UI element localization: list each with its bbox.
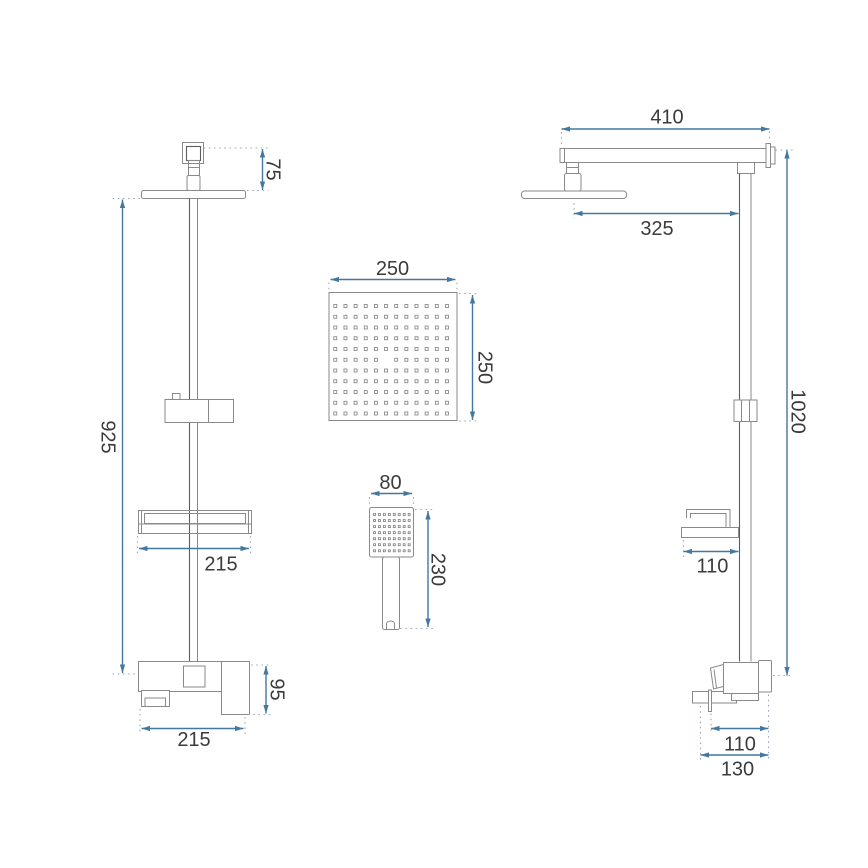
side-arm [559, 148, 767, 163]
dim-front-mixer-height: 95 [266, 678, 288, 700]
front-shelf-outer [138, 510, 252, 534]
dim-head-width: 250 [376, 258, 409, 280]
dim-front-head-offset: 75 [262, 158, 284, 180]
dim-side-head-reach: 325 [640, 218, 673, 240]
front-fixture-outline [138, 142, 252, 715]
front-dimensions: 75 925 215 95 215 [97, 147, 288, 751]
dim-side-arm-length: 410 [650, 107, 683, 129]
front-slider-knob [172, 393, 181, 400]
side-mixer-body [723, 662, 759, 694]
side-shelf-hook-inner [690, 513, 727, 528]
side-head-ball-joint [564, 173, 582, 192]
side-shelf-hook-outer [686, 509, 731, 528]
head-face-plate [328, 292, 458, 421]
dim-side-total-height: 1020 [787, 389, 809, 434]
front-connector-nut [186, 175, 201, 191]
front-mixer-spout-opening [144, 697, 166, 707]
front-slider-body [164, 399, 234, 423]
handset-nozzle-grid [373, 513, 411, 553]
side-wall-flange [765, 143, 771, 168]
dim-handset-length: 230 [427, 553, 449, 586]
front-mixer-rail-mount [183, 665, 206, 688]
side-slider-body [733, 399, 758, 422]
dim-front-mixer-width: 215 [177, 729, 210, 751]
dim-front-rail-height: 925 [97, 420, 119, 453]
handset-handle [382, 556, 400, 630]
side-view: 410 325 1020 110 110 130 [521, 107, 809, 781]
handset-detail-view: 80 230 [368, 472, 449, 630]
side-mixer-spout-front [708, 689, 712, 712]
front-connector-escutcheon [182, 142, 204, 164]
side-mixer-lever-line [713, 669, 717, 689]
head-detail-view: 250 250 [328, 258, 496, 422]
front-view: 75 925 215 95 215 [97, 142, 288, 751]
side-mixer-wall-cap [758, 660, 772, 693]
dim-front-shelf-width: 215 [204, 554, 237, 576]
handset-handle-hook [386, 620, 395, 630]
dim-side-shelf-depth: 110 [697, 556, 729, 578]
front-connector-body [185, 145, 202, 162]
dim-side-mixer-total-depth: 130 [721, 759, 754, 781]
side-shower-head-plate [521, 190, 627, 199]
side-fixture-outline [521, 143, 776, 712]
side-wall-flange-nut [770, 146, 776, 165]
dim-head-height: 250 [474, 351, 496, 384]
side-shelf-bar [681, 527, 739, 538]
side-mixer-base-step [731, 693, 759, 701]
side-mixer-lever [709, 663, 724, 690]
head-nozzle-grid [333, 304, 449, 416]
side-dimensions: 410 325 1020 110 110 130 [560, 107, 809, 781]
front-shower-head-plate [141, 190, 246, 199]
side-pipe-connector [737, 162, 755, 174]
dim-side-mixer-depth: 110 [724, 734, 756, 756]
dim-handset-width: 80 [379, 472, 401, 494]
front-shelf-inner [144, 513, 246, 524]
handset-head [369, 507, 414, 558]
